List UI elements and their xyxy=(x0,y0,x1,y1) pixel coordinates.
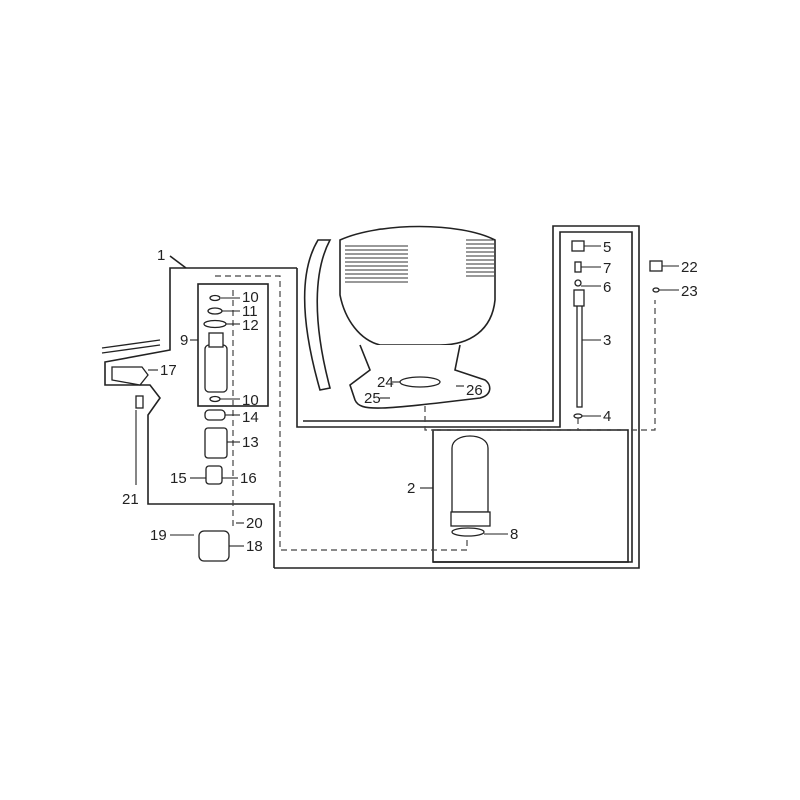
part-13 xyxy=(204,427,228,459)
callout-2: 2 xyxy=(407,480,416,497)
part-9-cylinder xyxy=(204,344,228,393)
callout-8: 8 xyxy=(510,526,519,543)
part-2-chamber xyxy=(451,435,489,513)
callout-7: 7 xyxy=(603,260,612,277)
callout-9: 9 xyxy=(180,332,189,349)
callout-10-top: 10 xyxy=(242,289,259,306)
callout-5: 5 xyxy=(603,239,612,256)
callout-11: 11 xyxy=(242,303,258,320)
callout-13: 13 xyxy=(242,434,259,451)
callout-26: 26 xyxy=(466,382,483,399)
callout-25: 25 xyxy=(364,390,381,407)
callout-24: 24 xyxy=(377,374,394,391)
callout-12: 12 xyxy=(242,317,259,334)
callout-15: 15 xyxy=(170,470,187,487)
frame-2 xyxy=(432,429,629,563)
callout-3: 3 xyxy=(603,332,612,349)
callout-4: 4 xyxy=(603,408,612,425)
callout-10-bottom: 10 xyxy=(242,392,259,409)
callout-20: 20 xyxy=(246,515,263,532)
part-3-lance xyxy=(576,304,583,408)
callout-14: 14 xyxy=(242,409,259,426)
callout-17: 17 xyxy=(160,362,177,379)
callout-23: 23 xyxy=(681,283,698,300)
callout-6: 6 xyxy=(603,279,612,296)
part-18 xyxy=(198,530,230,562)
callout-21: 21 xyxy=(122,491,139,508)
callout-16: 16 xyxy=(240,470,257,487)
frame-1 xyxy=(296,231,633,563)
callout-19: 19 xyxy=(150,527,167,544)
frame-outer-bottom xyxy=(274,225,640,569)
frame-17 xyxy=(104,267,275,568)
callout-18: 18 xyxy=(246,538,263,555)
callout-1: 1 xyxy=(157,247,166,264)
callout-22: 22 xyxy=(681,259,698,276)
